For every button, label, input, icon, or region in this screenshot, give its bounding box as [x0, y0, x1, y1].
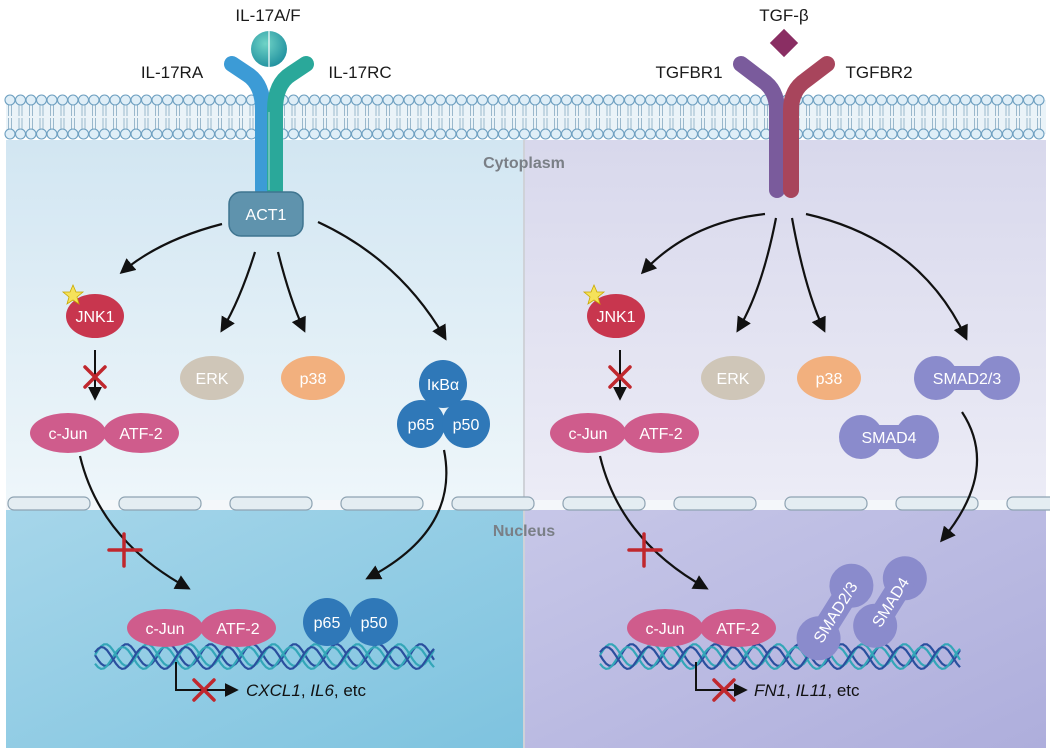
- jnk1-node: [66, 294, 124, 338]
- ikba-label: IκBα: [427, 377, 459, 394]
- p50-label: p50: [453, 417, 480, 434]
- nuc-atf2-node: [200, 609, 276, 647]
- p50-node: [442, 400, 490, 448]
- atf2-label: ATF-2: [119, 426, 162, 443]
- cjun-label-right: c-Jun: [568, 426, 607, 443]
- p38-node: [281, 356, 345, 400]
- cytoplasm-label: Cytoplasm: [483, 155, 565, 172]
- cjun-node-right: [550, 413, 626, 453]
- tgfb-ligand-label: TGF-β: [759, 6, 809, 25]
- tgfbr-receptor: [733, 56, 835, 198]
- tss-arrow-right: [695, 662, 748, 697]
- cjun-label: c-Jun: [48, 426, 87, 443]
- act1-label: ACT1: [246, 207, 287, 224]
- nuc-atf2-node-right: [700, 609, 776, 647]
- tgfb-ligand: [769, 28, 799, 58]
- p38-node-right: [797, 356, 861, 400]
- nucleus-right: [525, 508, 1046, 748]
- plasma-membrane: [4, 94, 1046, 140]
- jnk1-label: JNK1: [75, 309, 114, 326]
- cjun-node: [30, 413, 106, 453]
- ikba-node: [419, 360, 467, 408]
- smad23-node: [914, 356, 1020, 400]
- nuclear-envelope: [6, 496, 1050, 511]
- act1-node: [228, 191, 304, 237]
- erk-label-right: ERK: [717, 371, 750, 388]
- tgfbr-arrows: [640, 212, 968, 341]
- atf2-label-right: ATF-2: [639, 426, 682, 443]
- il17-receptor: [224, 56, 314, 198]
- erk-node-right: [701, 356, 765, 400]
- genes-right: FN1, IL11, etc: [754, 681, 860, 700]
- nuc-cjun-label-right: c-Jun: [645, 621, 684, 638]
- jnk1-label-right: JNK1: [596, 309, 635, 326]
- tss-arrow-left: [175, 662, 239, 697]
- red-x-icon: [192, 678, 216, 702]
- p65-node: [397, 400, 445, 448]
- ap1-nuclear-arrow-right: [598, 455, 709, 590]
- yellow-star-icon: [61, 283, 85, 305]
- smad-nuclear-arrow: [940, 411, 979, 543]
- nuc-cjun-label: c-Jun: [145, 621, 184, 638]
- smad4-label: SMAD4: [861, 430, 916, 447]
- red-x-icon: [83, 365, 107, 389]
- red-cross-icon: [627, 532, 663, 568]
- tgfbr2-label: TGFBR2: [845, 63, 912, 82]
- smad23-label: SMAD2/3: [933, 371, 1002, 388]
- jnk1-node-right: [587, 294, 645, 338]
- nuc-p50-label: p50: [361, 615, 388, 632]
- act1-arrows: [119, 221, 447, 341]
- red-cross-icon: [107, 532, 143, 568]
- atf2-node-right: [623, 413, 699, 453]
- nuc-p50-node: [350, 598, 398, 646]
- p38-label: p38: [300, 371, 327, 388]
- nfkb-nuclear-arrow: [365, 449, 448, 580]
- erk-node: [180, 356, 244, 400]
- nuc-cjun-node-right: [627, 609, 703, 647]
- nucleus-label: Nucleus: [493, 523, 555, 540]
- ap1-nuclear-arrow: [78, 455, 191, 590]
- red-x-icon: [608, 365, 632, 389]
- atf2-node: [103, 413, 179, 453]
- genes-left: CXCL1, IL6, etc: [246, 681, 367, 700]
- red-x-icon: [712, 678, 736, 702]
- yellow-star-icon: [582, 283, 606, 305]
- nuc-atf2-label-right: ATF-2: [716, 621, 759, 638]
- nuc-p65-label: p65: [314, 615, 341, 632]
- tgfbr1-label: TGFBR1: [655, 63, 722, 82]
- il17ra-label: IL-17RA: [141, 63, 204, 82]
- erk-label: ERK: [196, 371, 229, 388]
- il17-ligand-label: IL-17A/F: [235, 6, 300, 25]
- nuc-p65-node: [303, 598, 351, 646]
- dna-right: [599, 643, 961, 671]
- smad4-node: [839, 415, 939, 459]
- p65-label: p65: [408, 417, 435, 434]
- p38-label-right: p38: [816, 371, 843, 388]
- il17rc-label: IL-17RC: [328, 63, 391, 82]
- nuc-atf2-label: ATF-2: [216, 621, 259, 638]
- nuc-cjun-node: [127, 609, 203, 647]
